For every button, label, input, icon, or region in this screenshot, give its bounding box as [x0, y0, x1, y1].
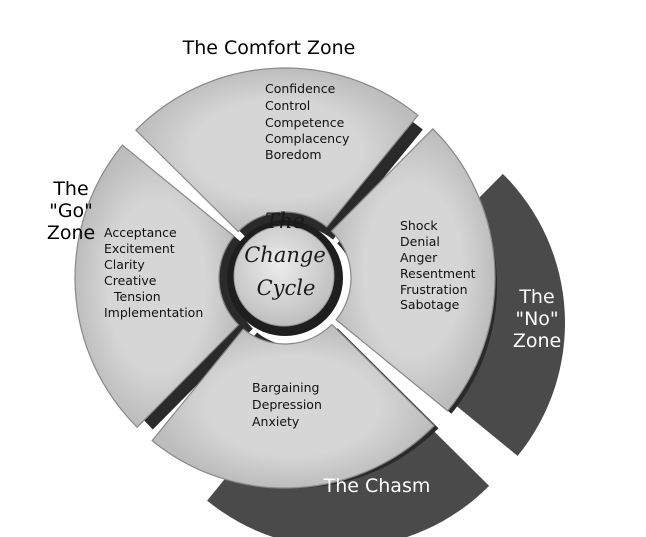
segment-top-items: Confidence Control Competence Complacenc…	[265, 81, 350, 162]
center-hub: The Change Cycle	[227, 209, 343, 336]
right-item: Sabotage	[400, 297, 460, 312]
wheel-segments	[74, 67, 497, 489]
top-item: Confidence	[265, 81, 336, 96]
segment-left	[74, 144, 240, 428]
left-item: Implementation	[104, 305, 203, 320]
segment-bottom	[151, 323, 435, 489]
segment-right-items: Shock Denial Anger Resentment Frustratio…	[400, 218, 476, 312]
right-item: Frustration	[400, 282, 468, 297]
top-item: Control	[265, 98, 310, 113]
right-item: Denial	[400, 234, 440, 249]
no-zone-line-3: Zone	[513, 330, 561, 352]
right-item: Anger	[400, 250, 438, 265]
left-item: Tension	[113, 289, 161, 304]
go-zone-line-1: The	[52, 178, 88, 200]
top-item: Competence	[265, 115, 345, 130]
go-zone-line-3: Zone	[47, 222, 95, 244]
right-item: Shock	[400, 218, 438, 233]
no-zone-label: The "No" Zone	[513, 286, 561, 352]
left-item: Creative	[104, 273, 157, 288]
right-item: Resentment	[400, 266, 476, 281]
go-zone-label: The "Go" Zone	[47, 178, 95, 244]
no-zone-line-2: "No"	[515, 308, 558, 330]
bottom-item: Bargaining	[252, 380, 319, 395]
left-item: Acceptance	[104, 225, 177, 240]
top-item: Complacency	[265, 131, 350, 146]
center-line-3: Cycle	[257, 276, 316, 300]
bottom-item: Anxiety	[252, 414, 300, 429]
go-zone-line-2: "Go"	[49, 200, 93, 222]
segment-top	[135, 67, 419, 233]
center-line-1: The	[265, 209, 305, 233]
top-item: Boredom	[265, 147, 322, 162]
segment-bottom-items: Bargaining Depression Anxiety	[252, 380, 322, 429]
segment-right	[330, 128, 496, 412]
chasm-label: The Chasm	[323, 475, 431, 497]
no-zone-line-1: The	[518, 286, 554, 308]
comfort-zone-label: The Comfort Zone	[182, 37, 356, 59]
left-item: Excitement	[104, 241, 175, 256]
center-line-2: Change	[244, 243, 326, 267]
segment-left-items: Acceptance Excitement Clarity Creative T…	[104, 225, 203, 320]
left-item: Clarity	[104, 257, 145, 272]
bottom-item: Depression	[252, 397, 322, 412]
center-hub-disc	[233, 225, 335, 327]
